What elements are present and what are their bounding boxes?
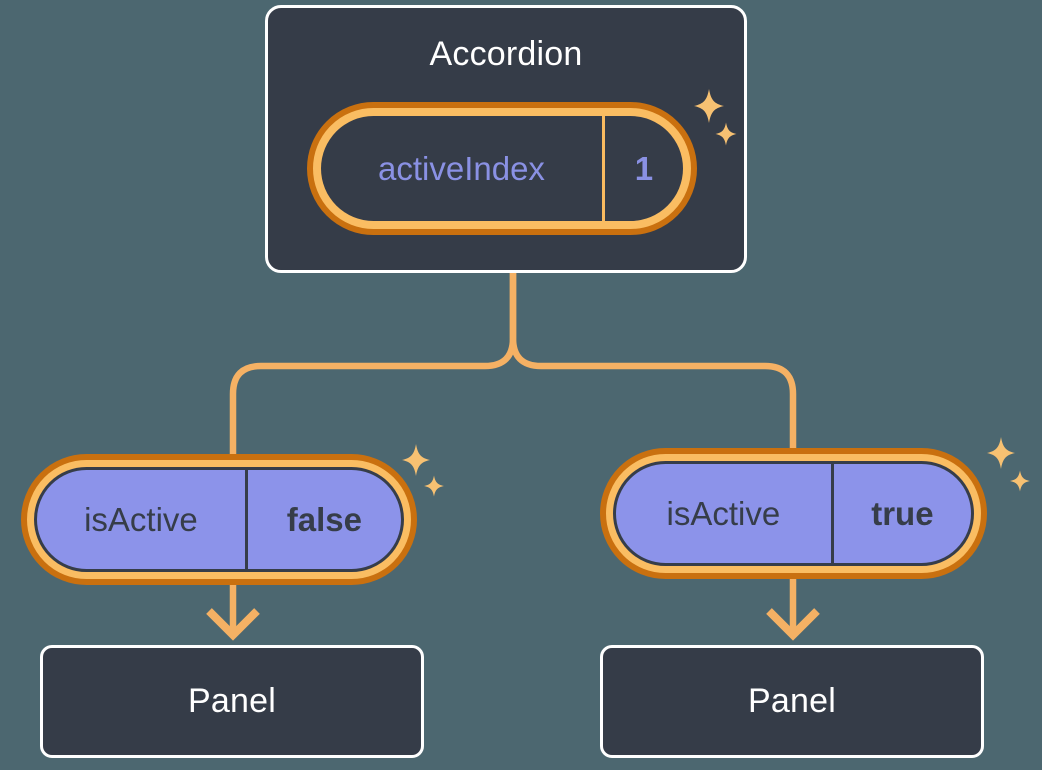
prop-pill-body: isActive false (34, 467, 404, 572)
prop-pill-isactive-right: isActive true (600, 448, 987, 579)
prop-pill-body: isActive true (613, 461, 974, 566)
state-value-label: 1 (601, 116, 683, 221)
accordion-node-title: Accordion (429, 35, 583, 73)
panel-node-right: Panel (600, 645, 984, 758)
state-pill-ring: activeIndex 1 (313, 108, 691, 229)
branch-left-line (229, 272, 517, 458)
prop-value-label: false (244, 470, 401, 569)
panel-label: Panel (748, 682, 836, 720)
sparkle-icon (1010, 470, 1030, 492)
sparkle-icon (987, 437, 1015, 469)
sparkle-icon (424, 475, 444, 497)
panel-label: Panel (188, 682, 276, 720)
state-pill-body: activeIndex 1 (321, 116, 683, 221)
prop-pill-isactive-left: isActive false (21, 454, 417, 585)
prop-name-label: isActive (84, 500, 198, 538)
prop-name-label: isActive (666, 494, 781, 532)
state-name-label: activeIndex (377, 149, 545, 187)
arrow-down-icon (766, 608, 820, 641)
prop-pill-ring: isActive true (606, 454, 981, 573)
prop-pill-ring: isActive false (27, 460, 411, 579)
arrow-down-icon (206, 608, 260, 641)
state-pill-activeindex: activeIndex 1 (307, 102, 697, 235)
panel-node-left: Panel (40, 645, 424, 758)
prop-value-label: true (830, 464, 971, 563)
branch-right-line (509, 272, 797, 452)
